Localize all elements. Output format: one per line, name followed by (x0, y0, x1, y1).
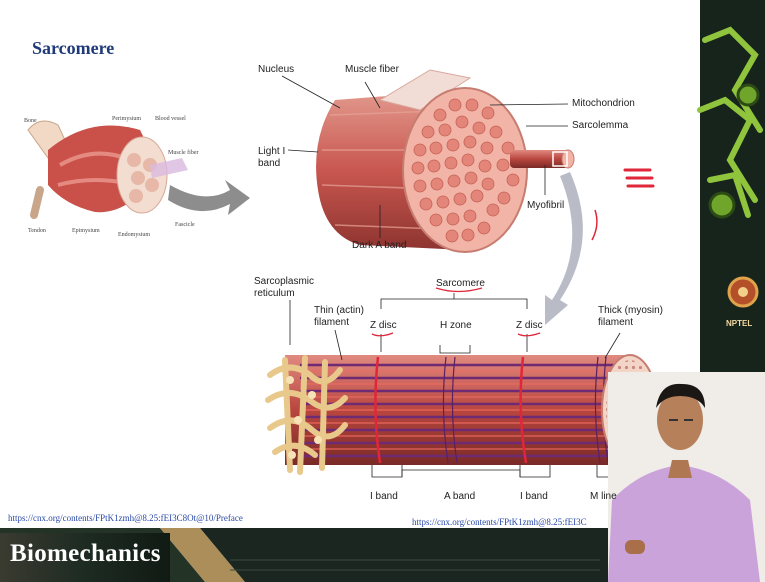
label-sarcoplasmic-reticulum: Sarcoplasmic reticulum (254, 276, 324, 300)
label-muscle-fiber: Muscle fiber (345, 64, 399, 76)
label-blood-vessel: Blood vessel (155, 116, 186, 123)
label-i-band-right: I band (520, 491, 548, 503)
label-i-band-left: I band (370, 491, 398, 503)
label-a-band: A band (444, 491, 475, 503)
label-fascicle: Fascicle (175, 222, 195, 229)
brand-title: Biomechanics (10, 540, 161, 568)
label-z-disc-right: Z disc (516, 320, 543, 332)
muscle-fiber-illustration (282, 70, 574, 252)
link-source-left[interactable]: https://cnx.org/contents/FPtK1zmh@8.25:f… (8, 513, 243, 523)
label-sarcolemma: Sarcolemma (572, 120, 628, 132)
label-thick-filament: Thick (myosin) filament (598, 305, 668, 329)
nptel-logo-text: NPTEL (726, 319, 752, 328)
label-sarcomere: Sarcomere (436, 278, 485, 290)
label-nucleus: Nucleus (258, 64, 294, 76)
label-z-disc-left: Z disc (370, 320, 397, 332)
label-tendon: Tendon (28, 228, 46, 235)
label-thin-filament: Thin (actin) filament (314, 305, 369, 329)
label-perimysium: Perimysium (112, 116, 141, 123)
muscle-illustration (28, 121, 188, 215)
link-source-right[interactable]: https://cnx.org/contents/FPtK1zmh@8.25:f… (412, 517, 587, 527)
label-h-zone: H zone (440, 320, 472, 332)
curved-arrow-icon (168, 180, 250, 215)
label-muscle-fiber-small: Muscle fiber (168, 150, 199, 157)
slide-title: Sarcomere (32, 38, 114, 59)
label-dark-a-band: Dark A band (352, 240, 406, 252)
label-endomysium: Endomysium (118, 232, 150, 239)
label-bone: Bone (24, 118, 37, 125)
label-m-line: M line (590, 491, 617, 503)
presenter-video (608, 372, 765, 582)
zoom-arrow-icon (545, 172, 583, 325)
annotation-marks (625, 170, 653, 186)
label-epimysium: Epimysium (72, 228, 100, 235)
label-myofibril: Myofibril (527, 200, 564, 212)
label-mitochondrion: Mitochondrion (572, 98, 635, 110)
label-light-i-band: Light I band (258, 146, 298, 170)
